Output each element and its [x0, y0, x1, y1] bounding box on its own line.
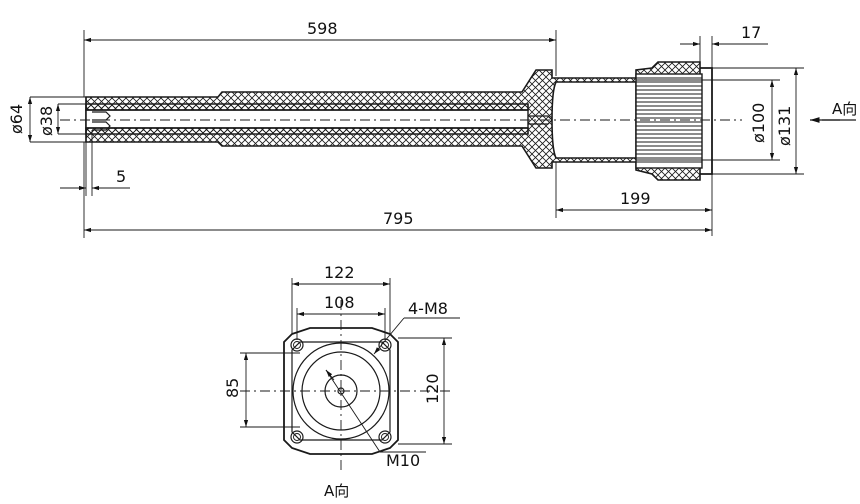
dimensions-flange: 122 108 4-M8 85 120 M10 A向	[223, 263, 460, 500]
flange-view	[240, 300, 450, 470]
thread-lines	[636, 77, 702, 163]
dim-dia-131: ø131	[775, 106, 794, 146]
inner-bore	[85, 109, 529, 129]
dim-17: 17	[741, 23, 761, 42]
dim-dia-100: ø100	[749, 103, 768, 143]
dim-199: 199	[620, 189, 651, 208]
dim-795: 795	[383, 209, 414, 228]
dimensions-section: 598 17 ø64 ø38 ø100 ø131 A向 5	[7, 19, 857, 238]
note-4-m8: 4-M8	[408, 299, 448, 318]
flange-outer	[283, 327, 399, 455]
dim-120: 120	[423, 373, 442, 404]
end-flange	[700, 67, 713, 175]
dim-108: 108	[324, 293, 355, 312]
view-a-title: A向	[324, 482, 349, 500]
dim-dia-64: ø64	[7, 104, 26, 134]
flange-inner	[291, 341, 391, 441]
dim-85: 85	[223, 378, 242, 398]
dim-dia-38: ø38	[37, 106, 56, 136]
dim-598: 598	[307, 19, 338, 38]
dim-5: 5	[116, 167, 126, 186]
dim-122: 122	[324, 263, 355, 282]
pin	[528, 115, 553, 125]
section-view	[60, 61, 742, 181]
view-a-arrow-label: A向	[832, 100, 857, 118]
note-m10: M10	[386, 451, 420, 470]
